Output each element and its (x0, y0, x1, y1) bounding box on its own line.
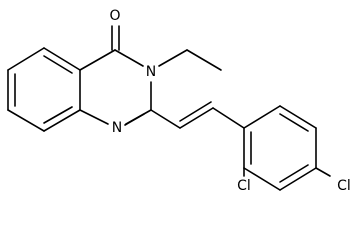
bond (279, 167, 317, 191)
atom-label-chlorine-para: Cl (337, 178, 351, 194)
atom-label-chlorine-ortho: Cl (237, 178, 251, 194)
atom-label-nitrogen-3: N (146, 64, 156, 80)
bond (79, 49, 116, 71)
double-bond-inner (43, 106, 73, 124)
bond (43, 47, 81, 71)
bond (7, 47, 45, 71)
carbonyl (111, 25, 120, 51)
bond (114, 49, 144, 67)
bond (150, 109, 181, 129)
chlorine-bonds (243, 167, 331, 177)
dichlorophenyl-ring (243, 105, 317, 191)
double-bond-inner (124, 113, 145, 126)
atom-label-oxygen: O (109, 8, 120, 24)
pyrimidinone-ring (79, 49, 152, 126)
bond (7, 109, 45, 132)
bond (212, 107, 245, 129)
ethyl-group (158, 49, 222, 71)
bond (158, 49, 188, 67)
bond (43, 109, 81, 132)
bond (243, 105, 281, 129)
double-bond-inner (279, 113, 309, 132)
bond (179, 107, 214, 129)
bond (79, 109, 109, 125)
atom-label-nitrogen-1: N (112, 120, 122, 136)
bond (279, 105, 317, 129)
double-bond-inner (43, 55, 73, 74)
bond (186, 49, 222, 71)
bond (243, 167, 281, 191)
vinyl-linker (150, 101, 245, 129)
benzo-ring (7, 47, 81, 132)
chemical-structure: O N N Cl Cl (7, 8, 351, 194)
structure-canvas: O N N Cl Cl (7, 8, 351, 194)
double-bond-inner (279, 164, 309, 183)
double-bond-inner (179, 101, 212, 122)
bond (315, 167, 331, 177)
